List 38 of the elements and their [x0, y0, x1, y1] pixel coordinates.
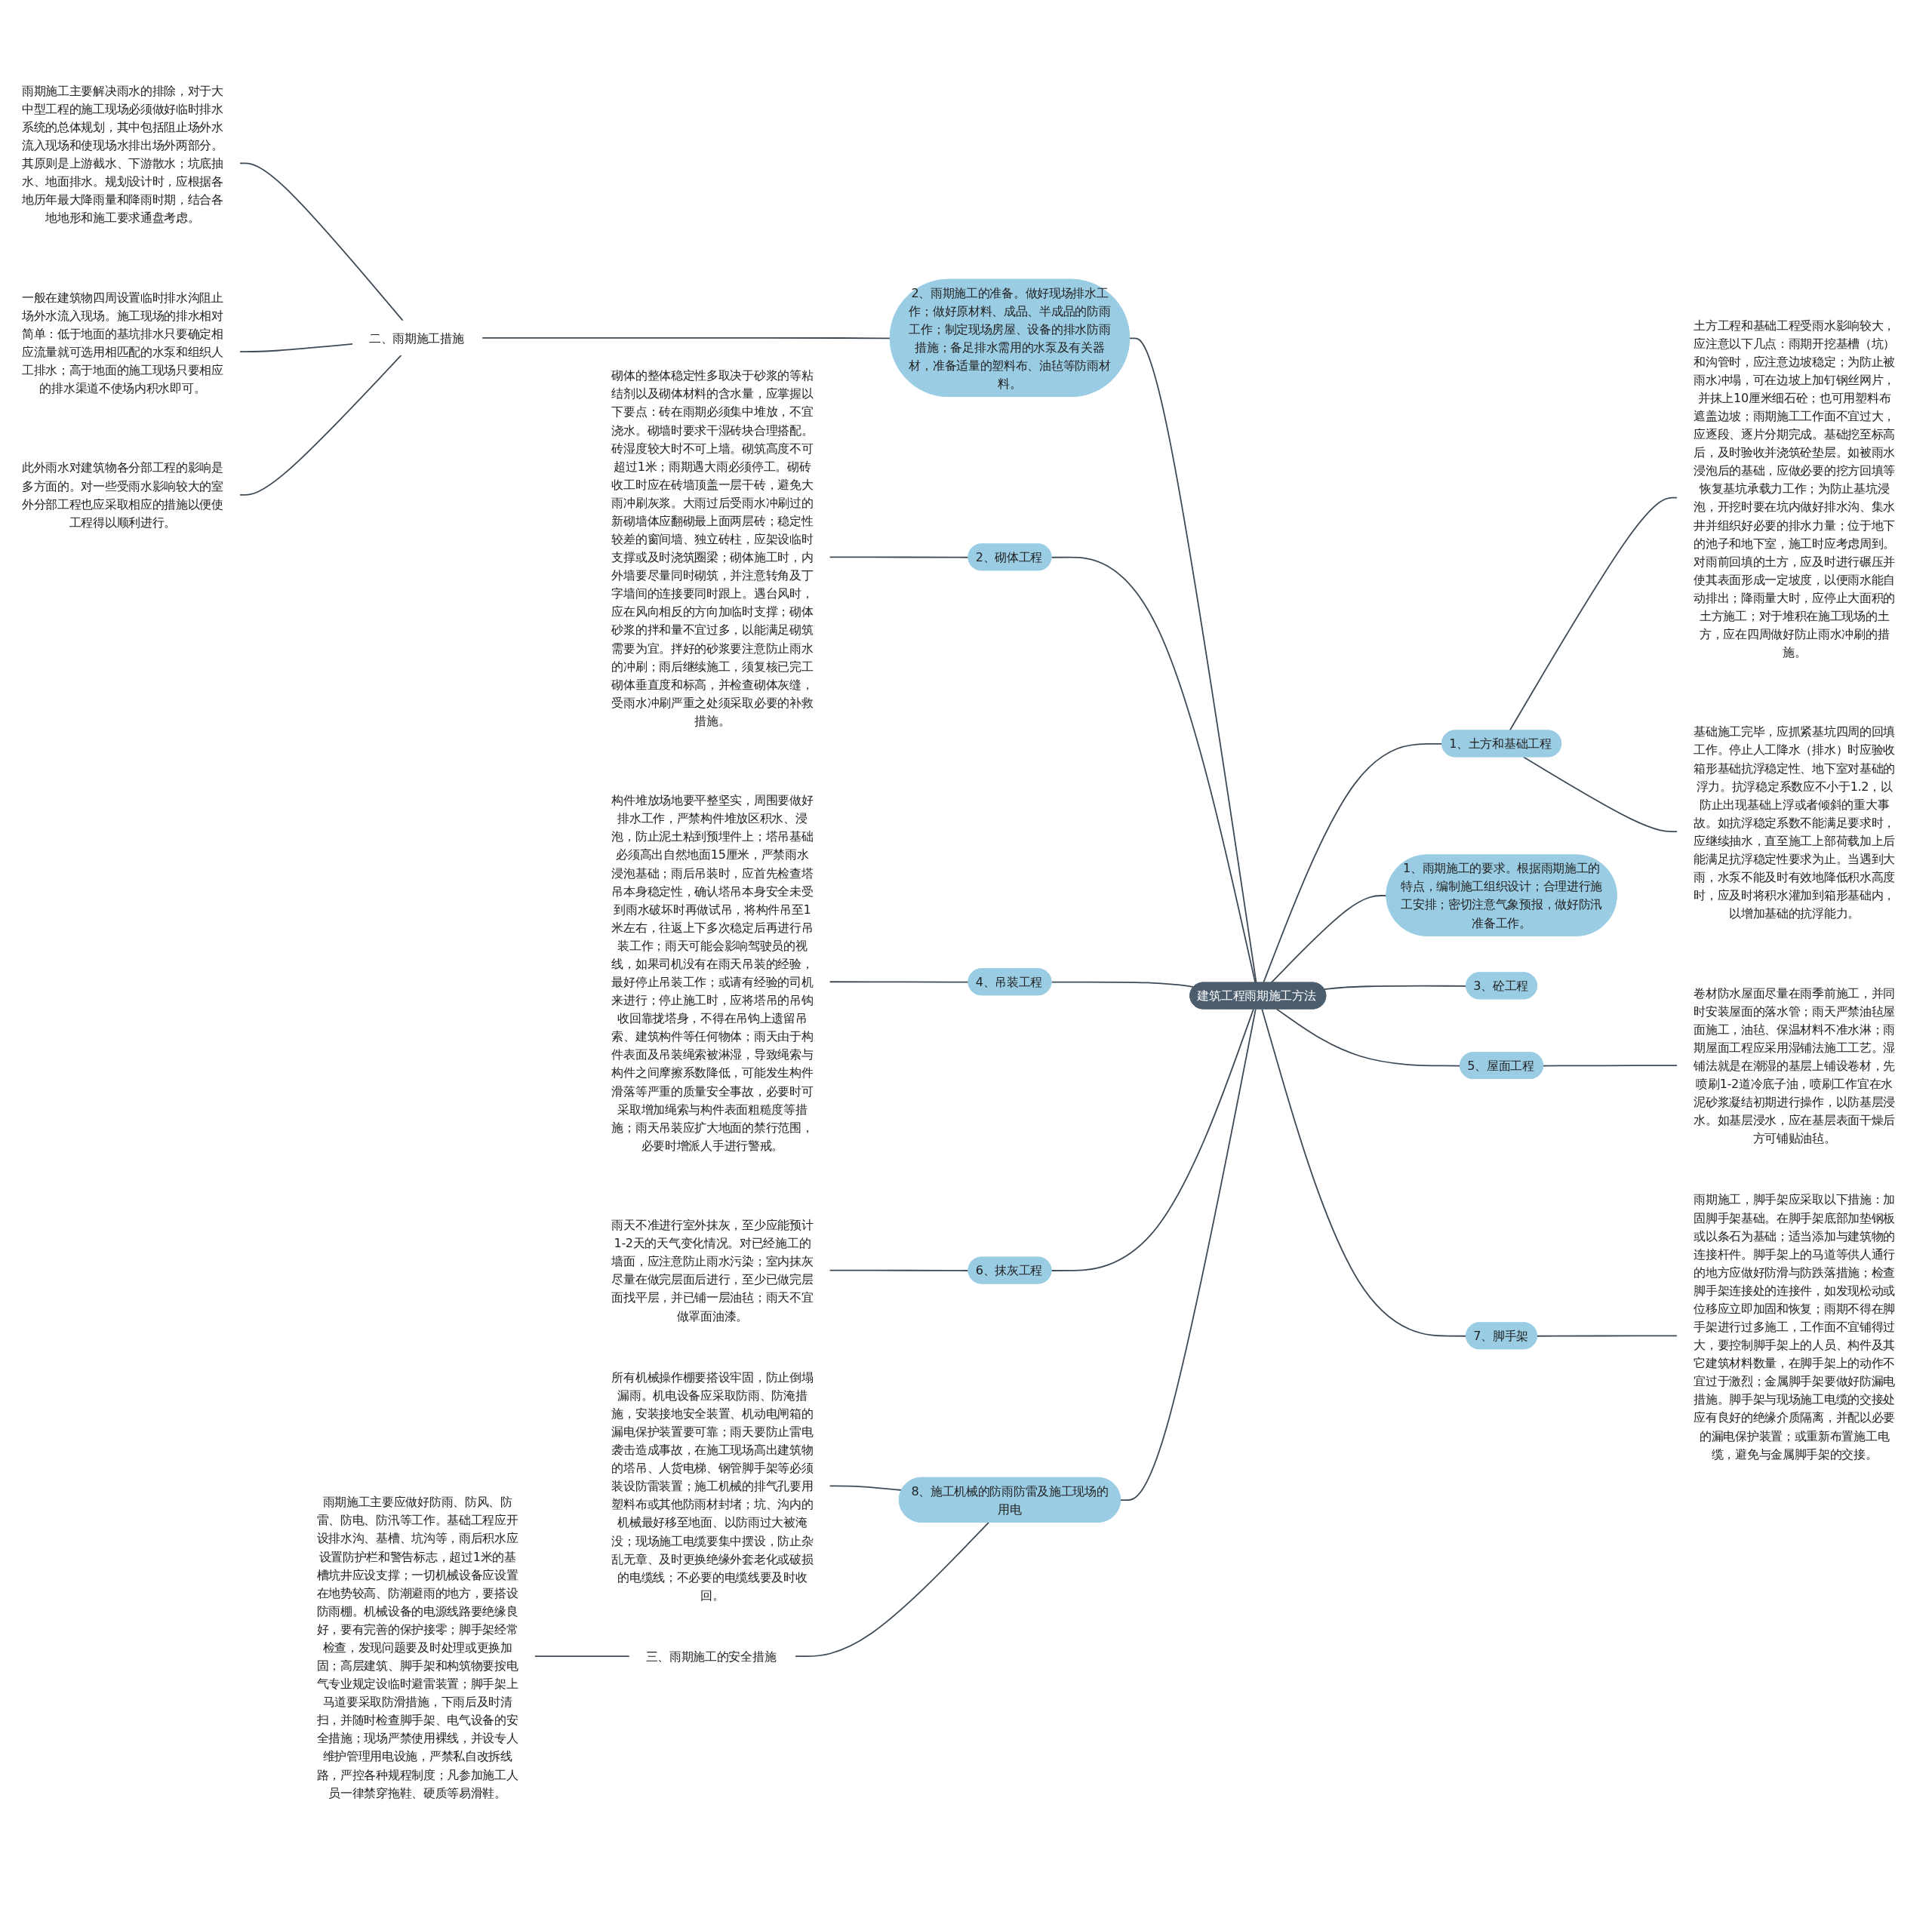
connector — [794, 1521, 990, 1658]
connector — [1261, 1008, 1467, 1337]
connector — [1270, 895, 1388, 984]
connector — [1275, 1008, 1461, 1067]
connector — [829, 556, 970, 558]
node-text: 基础施工完毕，应抓紧基坑四周的回填工作。停止人工降水（排水）时应验收箱形基础抗浮稳定性、地下室对基础的浮力。抗浮稳定系数应不小于1.2，以防止出现基础上浮或者倾斜的重大事故。如抗浮稳定系数不能满足要求时，应继续抽水，直至施工上部荷载加上后能满足抗浮稳定性要求为止。当遇到大雨，水泵不能及时有效地降低积水高度时，应及时将积水灌加到箱形基础内，以增加基础的抗浮能力。 — [1694, 724, 1896, 921]
connector — [829, 1485, 903, 1491]
connector — [1129, 337, 1257, 984]
node-text: 雨期施工主要解决雨水的排除，对于大中型工程的施工现场必须做好临时排水系统的总体规划，其中包括阻止场外水流入现场和使现场水排出场外两部分。其原则是上游截水、下游散水；坑底抽水、地面排水。规划设计时，应根据各地历年最大降雨量和降雨时期，结合各地地形和施工要求通盘考虑。 — [21, 83, 223, 226]
connector — [829, 1269, 970, 1271]
node-text: 二、雨期施工措施 — [368, 330, 464, 346]
connector — [481, 337, 891, 340]
node-text: 雨天不准进行室外抹灰，至少应能预计1-2天的天气变化情况。对已经施工的墙面，应注意防止雨水污染；室内抹灰尽量在做完层面后进行，至少已做完层面找平层，并已铺一层油毡；雨天不宜做罩面油漆。 — [611, 1217, 814, 1323]
connector — [1323, 985, 1467, 991]
node-text: 土方工程和基础工程受雨水影响较大，应注意以下几点：雨期开挖基槽（坑）和沟管时，应注意边坡稳定；为防止被雨水冲塌，可在边坡上加钉钢丝网片，并抹上10厘米细石砼；也可用塑料布遮盖边坡；雨期施工工作面不宜过大，应逐段、逐片分期完成。基础挖至标高后，及时验收并浇筑砼垫层。如被雨水浸泡后的基础，应做必要的挖方回填等恢复基坑承载力工作；为防止基坑浸泡，开挖时要在坑内做好排水沟、集水井并组织好必要的排水力量；位于地下的池子和地下室，施工时应考虑周到。对雨前回填的土方，应及时进行碾压并使其表面形成一定坡度，以便雨水能自动排出；降雨量大时，应停止大面积的土方施工；对于堆积在施工现场的土方，应在四周做好防止雨水冲刷的措施。 — [1694, 318, 1896, 659]
node-text: 雨期施工主要应做好防雨、防风、防雷、防电、防汛等工作。基础工程应开设排水沟、基槽、坑沟等，雨后积水应设置防护栏和警告标志，超过1米的基槽坑井应设支撑；一切机械设备应设置在地势较高、防潮避雨的地方，要搭设防雨棚。机械设备的电源线路要绝缘良好，要有完善的保护接零；脚手架经常检查，发现问题要及时处理或更换加固；高层建筑、脚手架和构筑物要按电气专业规定设临时避雷装置；脚手架上马道要采取防滑措施，下雨后及时清扫，并随时检查脚手架、电气设备的安全措施；现场严禁使用裸线，并设专人维护管理用电设施，严禁私自改拆线路，严控各种规程制度；凡参加施工人员一律禁穿拖鞋、硬质等易滑鞋。 — [316, 1495, 518, 1800]
connector — [1051, 556, 1257, 984]
connector — [1051, 981, 1195, 988]
connector — [1051, 1008, 1254, 1271]
node-text: 砌体的整体稳定性多取决于砂浆的等粘结剂以及砌体材料的含水量，应掌握以下要点：砖在雨期必须集中堆放，不宜浇水。砌墙时要求干湿砖块合理搭配。砖湿度较大时不可上墙。砌筑高度不可超过1米；雨期遇大雨必须停工。砌砖收工时应在砖墙顶盖一层干砖，避免大雨冲刷灰浆。大雨过后受雨水冲刷过的新砌墙体应翻砌最上面两层砖；稳定性较差的窗间墙、独立砖柱，应架设临时支撑或及时浇筑圈梁；砌体施工时，内外墙要尽量同时砌筑，并注意转角及丁字墙间的连接要同时跟上。遇台风时，应在风向相反的方向加临时支撑；砌体砂浆的拌和量不宜过多，以能满足砌筑需要为宜。拌好的砂浆要注意防止雨水的冲刷；雨后继续施工，须复核已完工砌体垂直度和标高，并检查砌体灰缝，受雨水冲刷严重之处须采取必要的补救措施。 — [611, 368, 814, 728]
connector — [1120, 1008, 1257, 1502]
connector — [238, 162, 404, 322]
connector — [1543, 1065, 1678, 1067]
connector — [829, 981, 970, 983]
connector — [534, 1655, 631, 1658]
node-text: 所有机械操作棚要搭设牢固，防止倒塌漏雨。机电设备应采取防雨、防淹措施，安装接地安全装置、机动电闸箱的漏电保护装置要可靠；雨天要防止雷电袭击造成事故，在施工现场高出建筑物的塔吊、人货电梯、钢管脚手架等必须装设防雷装置；施工机械的排气孔要用塑料布或其他防雨材封堵；坑、沟内的机械最好移至地面、以防雨过大被淹没；现场施工电缆要集中摆设，防止杂乱无章、及时更换绝缘外套老化或破损的电缆线；不必要的电缆线要及时收回。 — [611, 1369, 814, 1603]
connector — [238, 343, 354, 353]
connector — [1263, 742, 1443, 984]
node-text: 雨期施工，脚手架应采取以下措施：加固脚手架基础。在脚手架底部加垫钢板或以条石为基础；适当添加与建筑物的连接杆件。脚手架上的马道等供人通行的地方应做好防滑与防跌落措施；检查脚手架连接处的连接件，如发现松动或位移应立即加固和恢复；雨期不得在脚手架进行过多施工，工作面不宜铺得过大，要控制脚手架上的人员、构件及其它建筑材料数量，在脚手架上的动作不宜过于激烈；金属脚手架要做好防漏电措施。脚手架与现场施工电缆的交接处应有良好的绝缘介质隔离，并配以必要的漏电保护装置；或重新布置施工电缆，避免与金属脚手架的交接。 — [1694, 1192, 1896, 1462]
connector — [1509, 496, 1678, 732]
node-text: 此外雨水对建筑物各分部工程的影响是多方面的。对一些受雨水影响较大的室外分部工程也应采取相应的措施以便使工程得以顺利进行。 — [21, 460, 223, 530]
node-text: 卷材防水屋面尽量在雨季前施工，并同时安装屋面的落水管；雨天严禁油毡屋面施工，油毡、保温材料不准水淋；雨期屋面工程应采用湿铺法施工工艺。湿铺法就是在潮湿的基层上铺设卷材，先喷刷1-2道冷底子油，喷刷工作宜在水泥砂浆凝结初期进行操作，以防基层浸水。如基层浸水，应在基层表面干燥后方可铺贴油毡。 — [1694, 985, 1896, 1145]
connector — [238, 354, 402, 496]
node-text: 构件堆放场地要平整坚实，周围要做好排水工作，严禁构件堆放区积水、浸泡，防止泥土粘到预埋件上；塔吊基础必须高出自然地面15厘米，严禁雨水浸泡基础；雨后吊装时，应首先检查塔吊本身稳定性，确认塔吊本身安全未受到雨水破坏时再做试吊，将构件吊至1米左右，往返上下多次稳定后再进行吊装工作；雨天可能会影响驾驶员的视线，如果司机没有在雨天吊装的经验，最好停止吊装工作；或请有经验的司机来进行；停止施工时，应将塔吊的吊钩收回靠拢塔身，不得在吊钩上遗留吊索、建筑构件等任何物体；雨天由于构件表面及吊装绳索被淋湿，导致绳索与构件之间摩擦系数降低，可能发生构件滑落等严重的质量安全事故，必要时可采取增加绳索与构件表面粗糙度等措施；雨天吊装应扩大地面的禁行范围，必要时增派人手进行警戒。 — [611, 793, 814, 1153]
node-text: 三、雨期施工的安全措施 — [645, 1649, 777, 1664]
node-text: 一般在建筑物四周设置临时排水沟阻止场外水流入现场。施工现场的排水相对简单：低于地面的基坑排水只要确定相应流量就可选用相匹配的水泵和组织人工排水；高于地面的施工现场只要相应的排水渠道不使场内积水即可。 — [21, 290, 223, 395]
connector — [1537, 1335, 1678, 1337]
connector — [1522, 756, 1678, 832]
